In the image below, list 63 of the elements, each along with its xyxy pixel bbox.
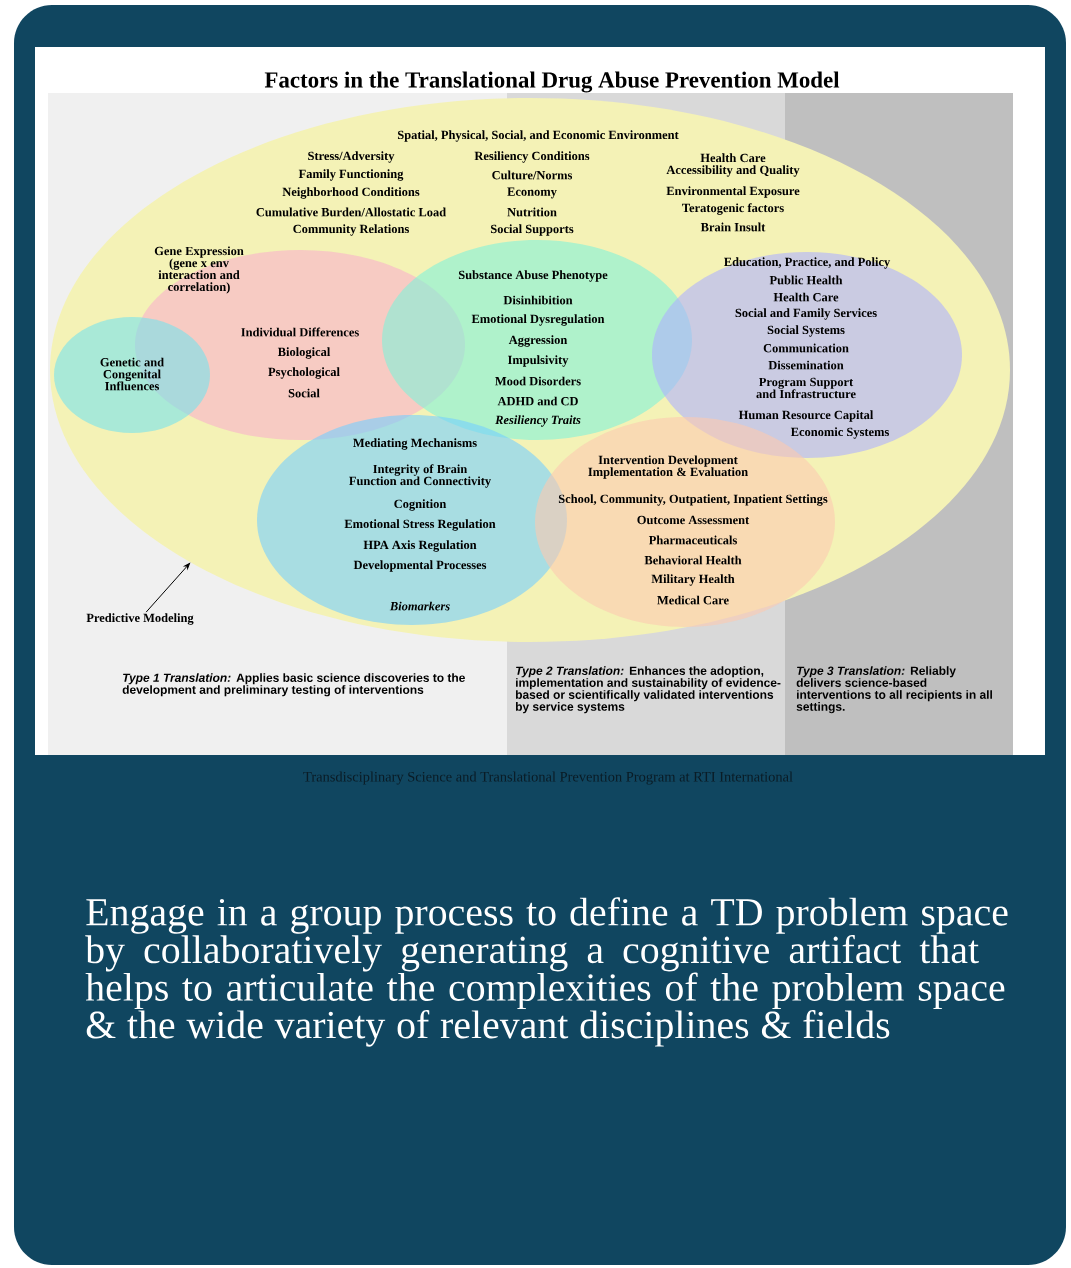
ellipse-heading: Substance Abuse Phenotype: [458, 270, 608, 282]
ellipse-heading: Individual Differences: [241, 327, 359, 337]
list-item: School, Community, Outpatient, Inpatient Settings: [558, 494, 828, 506]
arrow: [145, 563, 190, 613]
list-item: Social Systems: [767, 325, 845, 337]
list-item: Teratogenic factors: [682, 203, 784, 215]
caption-text: Engage in a group process to define a TD problem space by collaboratively generating a cognitive artifact that helps to articulate the complexities of the problem space & the wide variety of relevant disciplines & fields: [85, 897, 1008, 1047]
list-item: Public Health: [769, 275, 843, 285]
list-item: Integrity of Brain Function and Connectivity: [349, 464, 491, 488]
list-item: Developmental Processes: [353, 560, 487, 572]
list-item: Economy: [507, 187, 557, 199]
list-item: Neighborhood Conditions: [282, 187, 420, 199]
list-item: Dissemination: [768, 360, 844, 370]
ellipse-heading: Intervention Development Implementation & Evaluation: [588, 455, 748, 479]
list-item: Behavioral Health: [644, 555, 742, 565]
list-item: Biological: [277, 347, 331, 359]
list-item: Cognition: [394, 499, 447, 511]
list-item: Family Functioning: [298, 169, 404, 181]
list-item: Aggression: [508, 335, 568, 347]
list-item: Communication: [763, 343, 849, 353]
diagram-title: Factors in the Translational Drug Abuse Prevention Model: [264, 71, 840, 93]
list-item: Psychological: [268, 367, 340, 379]
list-item: Culture/Norms: [492, 170, 573, 180]
list-item: Stress/Adversity: [308, 151, 395, 163]
list-item: Resiliency Conditions: [474, 151, 590, 163]
list-item: Emotional Dysregulation: [471, 314, 605, 326]
list-item: Health Care: [773, 292, 839, 302]
list-item: Emotional Stress Regulation: [344, 519, 496, 531]
list-item: Military Health: [651, 574, 735, 586]
ellipse-heading: Education, Practice, and Policy: [724, 257, 891, 269]
text-label: Predictive Modeling: [86, 613, 194, 625]
list-item: Pharmaceuticals: [648, 535, 737, 545]
list-item: Community Relations: [293, 224, 409, 236]
list-item: Social Supports: [490, 224, 574, 236]
list-item: Social: [288, 388, 320, 398]
list-item: Outcome Assessment: [637, 515, 750, 525]
list-item: Health Care Accessibility and Quality: [666, 153, 800, 177]
translation-note: Type 3 Translation: Reliably delivers science-based interventions to all recipients in all settings.: [796, 666, 992, 714]
list-item: Nutrition: [507, 207, 557, 217]
list-item: Environmental Exposure: [666, 186, 800, 198]
list-item: Program Support and Infrastructure: [756, 377, 856, 399]
list-item: Resiliency Traits: [495, 415, 581, 427]
translation-note: Type 2 Translation: Enhances the adoption, implementation and sustainability of evidence-based or scientifically validated interventions by service systems: [516, 666, 781, 714]
list-item: Cumulative Burden/Allostatic Load: [256, 207, 446, 217]
list-item: HPA Axis Regulation: [363, 540, 477, 552]
ellipse-heading: Genetic and Congenital Influences: [100, 357, 164, 391]
venn-ellipse: [54, 317, 210, 433]
region-label: Gene Expression (gene x env interaction and correlation): [154, 246, 244, 294]
list-item: Disinhibition: [503, 295, 573, 305]
list-item: Impulsivity: [507, 355, 569, 367]
ellipse-heading: Mediating Mechanisms: [353, 438, 477, 450]
list-item: Economic Systems: [790, 427, 889, 439]
list-item: Human Resource Capital: [738, 410, 874, 422]
list-item: Mood Disorders: [495, 376, 581, 386]
list-item: Social and Family Services: [735, 308, 877, 320]
list-item: ADHD and CD: [497, 396, 578, 406]
translation-note: Type 1 Translation: Applies basic science discoveries to the development and preliminary testing of interventions: [122, 673, 465, 697]
ellipse-heading: Spatial, Physical, Social, and Economic Environment: [397, 130, 679, 142]
list-item: Biomarkers: [389, 601, 450, 611]
list-item: Brain Insult: [700, 222, 766, 232]
list-item: Medical Care: [657, 595, 729, 605]
venn-ellipse: [50, 98, 1010, 642]
credit-line: Transdisciplinary Science and Translational Prevention Program at RTI International: [303, 771, 793, 785]
